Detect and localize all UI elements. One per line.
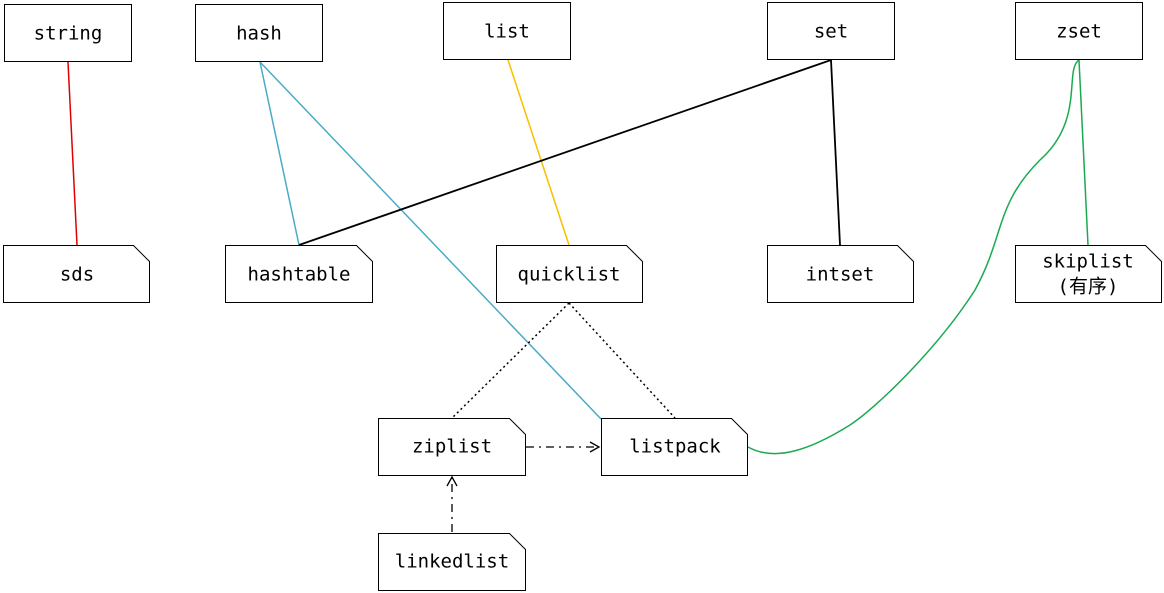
encoding-sds-label: sds — [60, 264, 94, 286]
encoding-hashtable: hashtable — [225, 245, 373, 303]
encoding-ziplist: ziplist — [378, 418, 526, 476]
hash-to-hashtable-link — [259, 61, 300, 246]
encoding-ziplist-label: ziplist — [412, 436, 492, 458]
encoding-sds: sds — [3, 245, 150, 303]
encoding-linkedlist-label: linkedlist — [395, 551, 509, 573]
zset-to-listpack-link — [747, 59, 1080, 455]
type-string-label: string — [34, 23, 103, 45]
type-list-label: list — [484, 21, 530, 43]
quicklist-to-ziplist-link — [451, 302, 570, 419]
string-to-sds-link — [67, 61, 78, 246]
encoding-intset-label: intset — [806, 264, 875, 286]
quicklist-to-listpack-link — [568, 302, 676, 419]
set-to-hashtable-link — [298, 59, 832, 246]
encoding-skiplist: skiplist (有序) — [1015, 245, 1162, 303]
encoding-listpack: listpack — [601, 418, 748, 476]
zset-to-skiplist-link — [1078, 59, 1089, 246]
type-zset-label: zset — [1056, 21, 1102, 43]
type-zset: zset — [1015, 2, 1143, 60]
encoding-hashtable-label: hashtable — [248, 264, 351, 286]
type-string: string — [4, 4, 132, 62]
set-to-intset-link — [830, 59, 841, 246]
type-hash: hash — [195, 4, 323, 62]
encoding-skiplist-sublabel: (有序) — [1058, 276, 1119, 298]
connections — [67, 59, 1089, 532]
hash-to-listpack-link — [259, 61, 602, 420]
encoding-linkedlist: linkedlist — [378, 533, 526, 591]
encoding-intset: intset — [767, 245, 914, 303]
encoding-quicklist: quicklist — [496, 245, 643, 303]
encoding-skiplist-label: skiplist — [1042, 251, 1134, 273]
type-list: list — [443, 2, 571, 60]
encoding-listpack-label: listpack — [629, 436, 721, 458]
type-set-label: set — [814, 21, 848, 43]
type-set: set — [767, 2, 895, 60]
list-to-quicklist-link — [507, 59, 570, 246]
encoding-quicklist-label: quicklist — [518, 264, 621, 286]
type-hash-label: hash — [236, 23, 282, 45]
